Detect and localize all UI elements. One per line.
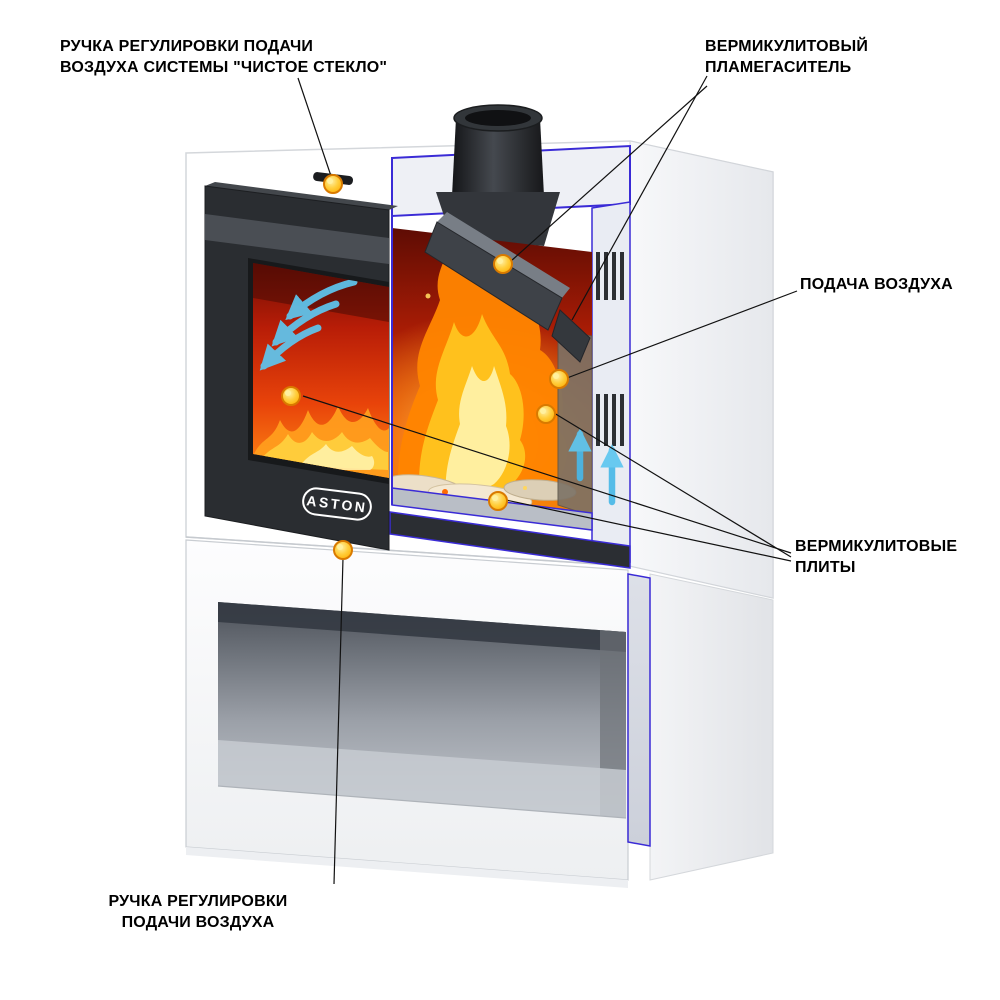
brand-logo: ASTON xyxy=(302,487,372,521)
label-vermiculite-plates: ВЕРМИКУЛИТОВЫЕ ПЛИТЫ xyxy=(795,536,957,579)
chimney-opening xyxy=(465,110,531,126)
stove-front: ASTON xyxy=(204,172,398,551)
callout-line xyxy=(333,557,344,885)
label-air-handle: РУЧКА РЕГУЛИРОВКИ ПОДАЧИ ВОЗДУХА xyxy=(88,891,308,934)
stand-bottom-shadow xyxy=(186,847,628,888)
stand-lower-box xyxy=(185,539,774,888)
callout-line xyxy=(510,85,708,262)
callout-markers xyxy=(281,174,569,560)
vent-slots-lower xyxy=(596,394,624,446)
air-flow-up-arrows xyxy=(568,428,624,506)
niche-top-shadow xyxy=(218,602,626,652)
label-line: ПЛИТЫ xyxy=(795,559,856,577)
stove-top-surface xyxy=(205,182,398,210)
callout-line xyxy=(571,75,708,321)
label-line: РУЧКА РЕГУЛИРОВКИ xyxy=(108,893,288,910)
glass-door xyxy=(253,263,389,478)
niche-bottom-edge xyxy=(217,785,627,819)
firebox-interior xyxy=(389,212,631,569)
vent-slots-upper xyxy=(596,252,624,300)
baffle-lower-slab xyxy=(551,309,591,363)
marker-plate-bottom xyxy=(488,491,508,511)
stand-cut-edge xyxy=(627,573,651,847)
surround-bottom-edge xyxy=(185,536,629,567)
marker-air-supply xyxy=(549,369,569,389)
label-flame-arrester: ВЕРМИКУЛИТОВЫЙ ПЛАМЕГАСИТЕЛЬ xyxy=(705,36,868,79)
brand-logo-text: ASTON xyxy=(306,492,369,515)
callout-line xyxy=(553,412,792,558)
callout-line xyxy=(297,77,332,177)
label-line: ПЛАМЕГАСИТЕЛЬ xyxy=(705,59,852,77)
label-clean-glass-air-handle: РУЧКА РЕГУЛИРОВКИ ПОДАЧИ ВОЗДУХА СИСТЕМЫ… xyxy=(60,36,387,79)
label-air-supply: ПОДАЧА ВОЗДУХА xyxy=(800,274,953,295)
label-line: ПОДАЧИ ВОЗДУХА xyxy=(121,914,275,932)
flame-core xyxy=(445,366,510,497)
baffle-front-face xyxy=(424,221,563,331)
marker-air-handle-top xyxy=(323,174,343,194)
marker-plate-back xyxy=(281,386,301,406)
surround-right-panel xyxy=(629,140,774,599)
callout-line xyxy=(505,499,792,562)
firebox-base-cut xyxy=(389,511,631,569)
marker-flame-arrester xyxy=(493,254,513,274)
marker-plate-side xyxy=(536,404,556,424)
label-line: ПОДАЧА ВОЗДУХА xyxy=(800,276,953,293)
label-line: ВЕРМИКУЛИТОВЫЕ xyxy=(795,538,958,555)
stove-upper-grill-band xyxy=(205,214,389,264)
convection-air-channel xyxy=(591,201,631,563)
callout-line xyxy=(302,395,792,554)
stand-right-panel xyxy=(649,573,774,881)
marker-air-handle-bottom xyxy=(333,540,353,560)
label-line: РУЧКА РЕГУЛИРОВКИ ПОДАЧИ xyxy=(60,38,314,55)
clean-glass-air-arrows xyxy=(259,278,358,371)
niche-floor xyxy=(218,740,626,818)
chimney-body xyxy=(452,118,544,196)
label-line: ВЕРМИКУЛИТОВЫЙ xyxy=(705,38,869,55)
label-line: ВОЗДУХА СИСТЕМЫ "ЧИСТОЕ СТЕКЛО" xyxy=(60,59,388,77)
callout-line xyxy=(566,290,798,379)
callout-lines xyxy=(297,75,798,885)
